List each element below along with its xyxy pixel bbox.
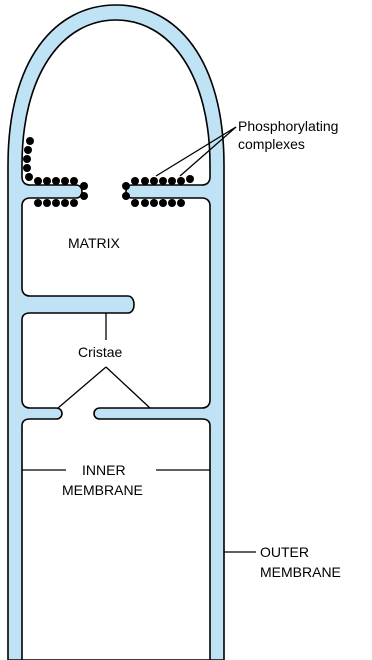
cristae-leader-right (105, 366, 151, 409)
label-matrix: MATRIX (68, 235, 121, 251)
phosphorylating-complexes-right (122, 175, 194, 207)
matrix-cavity (21, 19, 211, 660)
label-inner-membrane: MEMBRANE (62, 482, 143, 498)
label-inner: INNER (82, 462, 126, 478)
phosphorylating-complexes-left (23, 137, 88, 207)
label-complexes: complexes (238, 136, 305, 152)
phosphorylating-leader-1 (179, 126, 237, 177)
cristae-leader-left (57, 366, 107, 409)
label-phosphorylating: Phosphorylating (238, 118, 338, 134)
phosphorylating-leader-2 (155, 126, 237, 177)
label-outer-membrane: MEMBRANE (260, 564, 341, 580)
label-outer: OUTER (260, 544, 309, 560)
label-cristae: Cristae (78, 344, 123, 360)
